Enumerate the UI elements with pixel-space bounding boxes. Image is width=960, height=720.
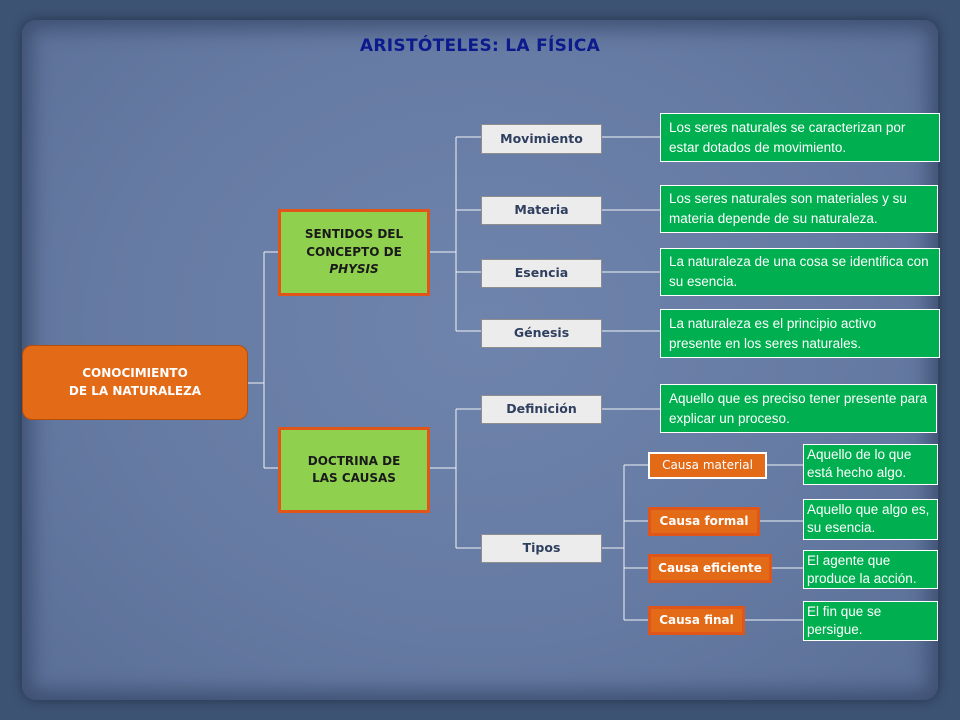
sub-tipos: Tipos — [481, 534, 602, 563]
sub-materia: Materia — [481, 196, 602, 225]
desc-movimiento: Los seres naturales se caracterizan por … — [660, 113, 940, 162]
sub-movimiento: Movimiento — [481, 124, 602, 154]
desc-definicion: Aquello que es preciso tener presente pa… — [660, 384, 937, 433]
root-label-line2: DE LA NATURALEZA — [68, 383, 202, 398]
desc-causa-final: El fin que se persigue. — [803, 601, 938, 641]
root-label-line1: CONOCIMIENTO — [82, 366, 188, 381]
desc-esencia: La naturaleza de una cosa se identifica … — [660, 248, 940, 296]
desc-causa-formal: Aquello que algo es, su esencia. — [803, 499, 938, 540]
desc-materia: Los seres naturales son materiales y su … — [660, 185, 938, 233]
cause-final: Causa final — [648, 606, 745, 635]
cause-material: Causa material — [648, 452, 767, 479]
root-node: CONOCIMIENTO DE LA NATURALEZA — [22, 345, 248, 420]
sub-genesis: Génesis — [481, 319, 602, 348]
category-physis: SENTIDOS DEL CONCEPTO DE PHYSIS — [278, 209, 430, 296]
cause-eficiente: Causa eficiente — [648, 554, 772, 583]
sub-esencia: Esencia — [481, 259, 602, 288]
category-physis-line1: SENTIDOS DEL — [304, 227, 404, 242]
sub-definicion: Definición — [481, 395, 602, 424]
desc-causa-material: Aquello de lo que está hecho algo. — [803, 444, 938, 485]
category-causas-line2: LAS CAUSAS — [312, 471, 396, 485]
category-physis-line3: PHYSIS — [329, 262, 379, 277]
category-causas: DOCTRINA DE LAS CAUSAS — [278, 427, 430, 513]
page-title: ARISTÓTELES: LA FÍSICA — [359, 36, 601, 56]
cause-formal: Causa formal — [648, 507, 760, 536]
desc-causa-eficiente: El agente que produce la acción. — [803, 550, 938, 589]
category-causas-line1: DOCTRINA DE — [307, 453, 401, 468]
desc-genesis: La naturaleza es el principio activo pre… — [660, 309, 940, 358]
category-physis-line2: CONCEPTO DE — [306, 244, 402, 259]
